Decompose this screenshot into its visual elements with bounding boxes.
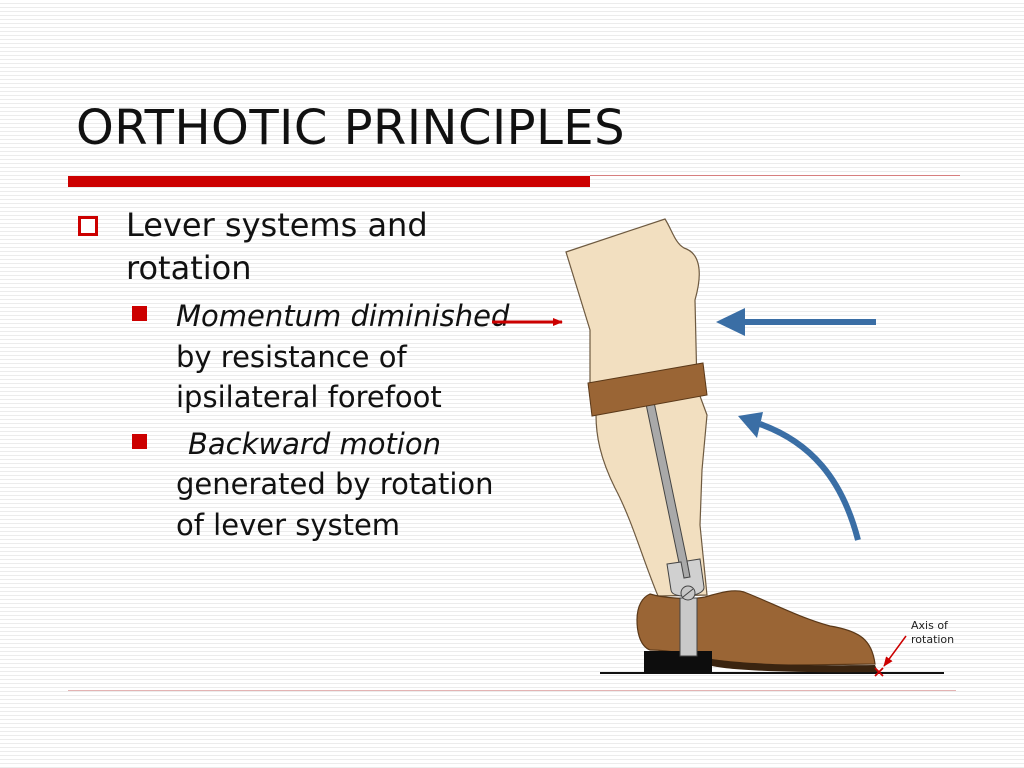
sub-bullet-text: by resistance of ipsilateral forefoot [176, 339, 442, 415]
sub-bullet-text: generated by rotation of lever system [176, 467, 494, 542]
brace-ankle-joint [666, 558, 705, 597]
calf-strap [587, 362, 708, 417]
sub-bullet-momentum: Momentum diminished by resistance of ips… [78, 296, 518, 418]
bullet-list: Lever systems and rotation Momentum dimi… [78, 204, 518, 545]
bullet-lever-systems: Lever systems and rotation [78, 204, 518, 290]
axis-label-line1: Axis of [911, 619, 949, 632]
hollow-square-bullet-icon [78, 216, 98, 236]
filled-square-bullet-icon [132, 433, 147, 449]
footer-rule [68, 690, 956, 691]
blue-force-arrow-head [716, 308, 745, 336]
axis-pointer-arrow [883, 635, 907, 667]
filled-square-bullet-icon [132, 306, 147, 321]
brace-stirrup [679, 597, 698, 657]
sub-bullet-backward-motion: Backward motion generated by rotation of… [78, 424, 518, 546]
shoe-heel [644, 651, 712, 673]
sub-bullet-italic: Backward motion [188, 426, 441, 461]
axis-label-line2: rotation [911, 633, 954, 646]
sub-bullet-italic: Momentum diminished [176, 299, 510, 333]
rotation-arrow-arc [758, 421, 861, 541]
shoe-sole [712, 659, 878, 673]
title-underline-rule [590, 175, 960, 176]
bullet-text: Lever systems and rotation [126, 206, 428, 287]
rotation-arrow-head [738, 412, 763, 438]
slide-title: ORTHOTIC PRINCIPLES [76, 100, 626, 156]
joint-screw-slot [682, 588, 694, 598]
title-underline-bar [68, 176, 590, 187]
axis-marker-icon [874, 667, 884, 677]
